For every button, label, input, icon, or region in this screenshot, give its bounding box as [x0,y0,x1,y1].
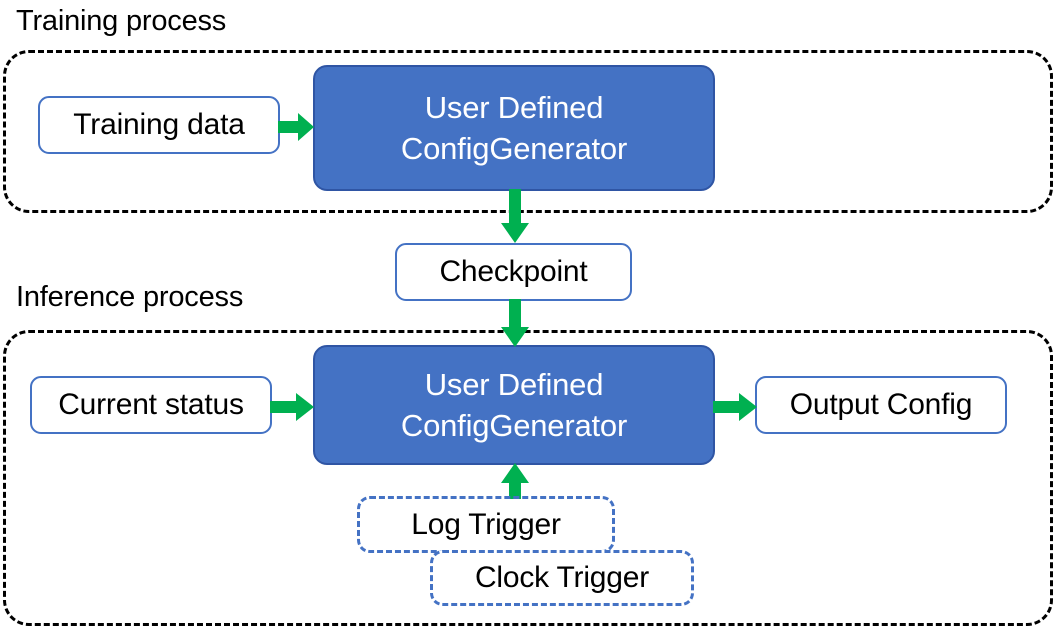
arrow-triggers-to-generator-icon [500,463,530,499]
inference-config-generator-box[interactable]: User Defined ConfigGenerator [313,345,715,465]
training-process-group [3,50,1053,213]
log-trigger-box[interactable]: Log Trigger [357,496,615,553]
checkpoint-box[interactable]: Checkpoint [395,243,632,301]
clock-trigger-box[interactable]: Clock Trigger [430,550,694,606]
arrow-generator-to-checkpoint-icon [500,189,530,245]
arrow-training-data-to-generator-icon [278,111,316,143]
output-config-box[interactable]: Output Config [755,376,1007,434]
training-config-generator-box[interactable]: User Defined ConfigGenerator [313,65,715,191]
inference-generator-line-2: ConfigGenerator [400,408,628,443]
training-process-label: Training process [16,5,227,37]
inference-generator-line-1: User Defined [424,366,604,402]
inference-process-group [3,330,1053,626]
arrow-checkpoint-to-inference-generator-icon [500,299,530,349]
arrow-current-status-to-generator-icon [270,391,316,423]
inference-process-label: Inference process [16,281,244,313]
training-generator-line-1: User Defined [424,89,604,125]
current-status-box[interactable]: Current status [30,376,272,434]
arrow-generator-to-output-config-icon [713,391,759,423]
training-generator-line-2: ConfigGenerator [400,131,628,166]
training-data-box[interactable]: Training data [38,96,280,154]
